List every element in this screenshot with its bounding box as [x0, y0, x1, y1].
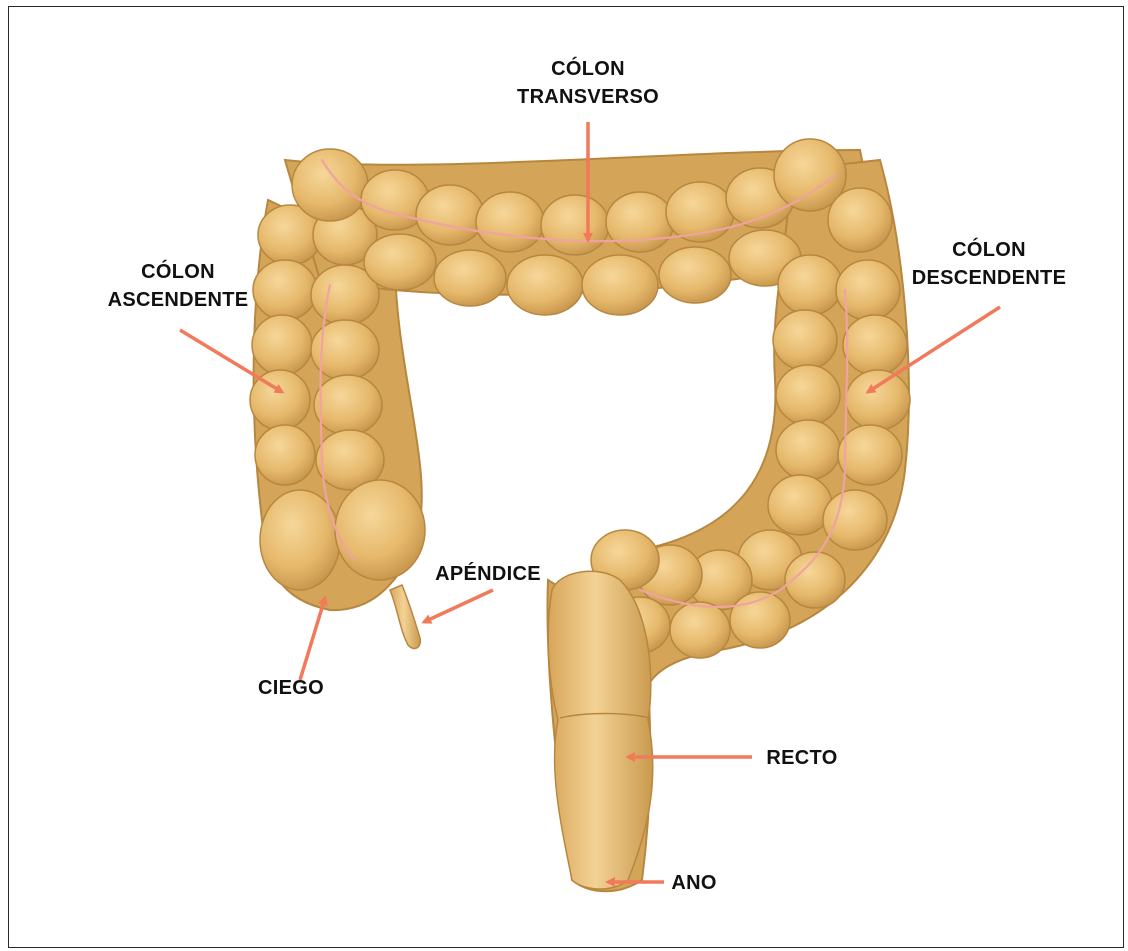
label-colon-transverso-line2: TRANSVERSO — [488, 83, 688, 111]
label-colon-ascendente-line1: CÓLON — [88, 258, 268, 286]
label-colon-descendente-line1: CÓLON — [884, 236, 1094, 264]
label-apendice: APÉNDICE — [418, 560, 558, 588]
label-colon-descendente-line2: DESCENDENTE — [884, 264, 1094, 292]
arrow-apendice — [424, 590, 493, 622]
label-colon-transverso: CÓLON TRANSVERSO — [488, 55, 688, 111]
arrow-ciego — [300, 598, 325, 680]
rectum-shape — [548, 571, 653, 889]
label-ano: ANO — [664, 869, 724, 897]
appendix-shape — [390, 585, 420, 649]
label-colon-ascendente-line2: ASCENDENTE — [88, 286, 268, 314]
label-colon-ascendente: CÓLON ASCENDENTE — [88, 258, 268, 314]
label-ciego: CIEGO — [236, 674, 346, 702]
label-colon-transverso-line1: CÓLON — [488, 55, 688, 83]
label-recto: RECTO — [752, 744, 852, 772]
label-colon-descendente: CÓLON DESCENDENTE — [884, 236, 1094, 292]
